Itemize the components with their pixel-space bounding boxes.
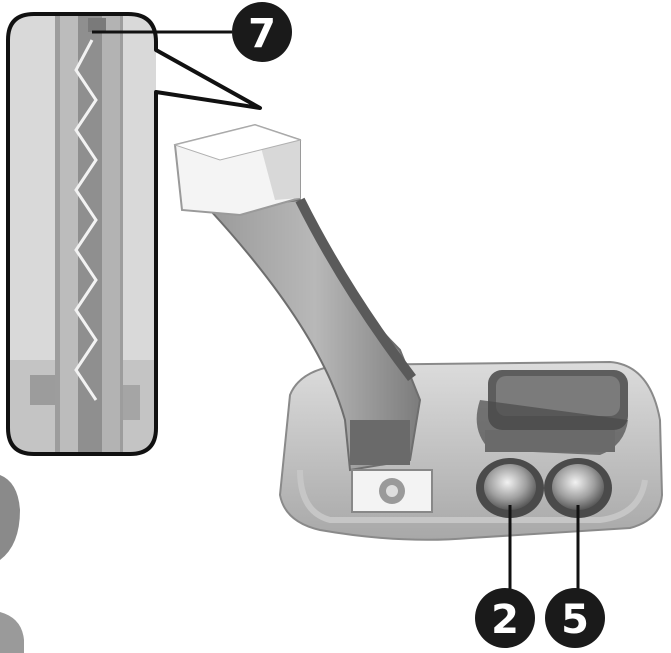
lever-arm (207, 197, 422, 472)
callout-5: 5 (545, 588, 605, 648)
base-label-sticker (351, 469, 433, 513)
callout-7-label: 7 (248, 11, 276, 57)
device-cradle (476, 370, 628, 455)
round-button-5 (544, 458, 612, 518)
zoom-detail-panel (6, 12, 262, 456)
left-edge-shape-upper (0, 475, 20, 560)
callout-2: 2 (475, 588, 535, 648)
round-button-2 (476, 458, 544, 518)
zigzag-spring (74, 39, 98, 401)
callout-7: 7 (232, 2, 292, 62)
callout-2-label: 2 (491, 597, 519, 643)
lever-handle (173, 123, 302, 217)
left-edge-shape-lower (0, 612, 24, 653)
callout-5-label: 5 (561, 597, 589, 643)
